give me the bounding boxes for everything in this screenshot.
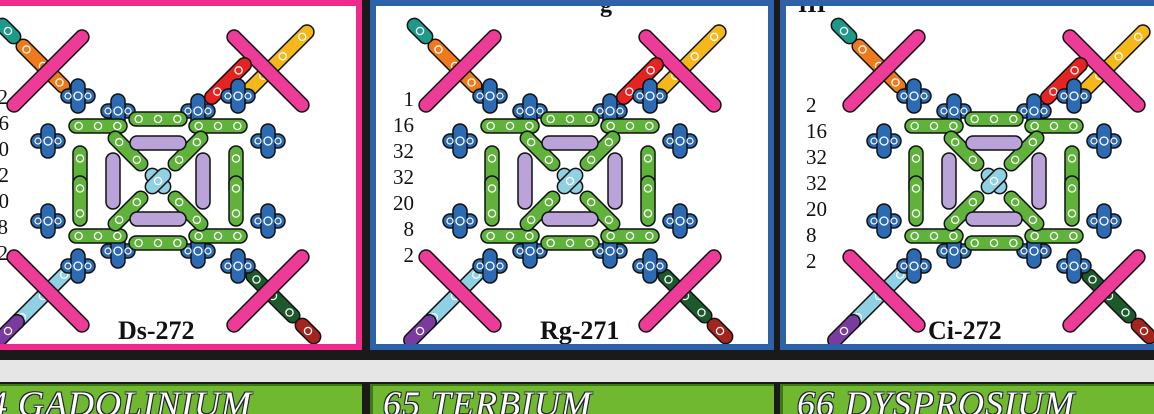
orbital-stick — [1025, 229, 1083, 243]
element-band-66: 66 DYSPROSIUM — [780, 384, 1154, 414]
shell-numbers-ci: 2 16 32 32 20 8 2 — [806, 92, 830, 274]
orbital-stick — [189, 229, 247, 243]
orbital-stick — [905, 119, 963, 133]
shell-4: 32 — [0, 162, 8, 188]
orbital-stick — [404, 15, 435, 46]
shell-6: 8 — [0, 214, 8, 240]
orbital-stick — [541, 112, 599, 126]
orbital-stick — [229, 176, 243, 226]
orbital-stick — [965, 112, 1023, 126]
orbital-stick — [0, 312, 27, 350]
orbital-stick — [966, 212, 1022, 226]
orbital-stick — [69, 229, 127, 243]
orbital-stick — [608, 153, 622, 209]
orbital-clover — [251, 124, 285, 158]
shell-3: 32 — [390, 138, 414, 164]
divider-strip — [0, 360, 1154, 382]
element-name-65: 65 TERBIUM — [383, 384, 592, 414]
orbital-stick — [401, 312, 439, 350]
orbital-stick — [601, 119, 659, 133]
element-name-64: 64 GADOLINIUM — [0, 384, 252, 414]
orbital-stick — [481, 119, 539, 133]
orbital-clover — [867, 124, 901, 158]
orbital-stick — [828, 15, 859, 46]
orbital-stick — [129, 112, 187, 126]
isotope-label-ds: Ds-272 — [118, 316, 195, 346]
element-band-65: 65 TERBIUM — [370, 384, 774, 414]
orbital-stick — [1032, 153, 1046, 209]
orbital-stick — [541, 236, 599, 250]
orbital-stick — [542, 212, 598, 226]
shell-7: 2 — [0, 240, 8, 266]
shell-2: 16 — [806, 118, 830, 144]
orbital-stick — [942, 153, 956, 209]
top-text-fragment-ci: III — [798, 0, 826, 19]
orbital-stick — [130, 136, 186, 150]
element-band-64: 64 GADOLINIUM — [0, 384, 362, 414]
orbital-stick — [965, 236, 1023, 250]
shell-7: 2 — [806, 248, 830, 274]
orbital-clover — [443, 204, 477, 238]
orbital-clover — [443, 124, 477, 158]
shell-5: 20 — [806, 196, 830, 222]
orbital-stick — [518, 153, 532, 209]
orbital-clover — [31, 124, 65, 158]
element-name-66: 66 DYSPROSIUM — [797, 384, 1075, 414]
orbital-stick — [129, 236, 187, 250]
orbital-stick — [825, 312, 863, 350]
shell-1: 1 — [390, 86, 414, 112]
orbital-clover — [1087, 204, 1121, 238]
orbital-stick — [641, 176, 655, 226]
panel-rg: g 1 16 32 32 20 8 2 Rg-271 — [370, 0, 774, 350]
shell-4: 32 — [806, 170, 830, 196]
orbital-clover — [663, 204, 697, 238]
atom-diagram-rg — [376, 6, 774, 350]
atom-diagram-ci — [786, 6, 1154, 350]
orbital-clover — [31, 204, 65, 238]
panel-ds: 2 16 30 32 20 8 2 Ds-272 — [0, 0, 362, 350]
orbital-clover — [251, 204, 285, 238]
shell-6: 8 — [390, 216, 414, 242]
shell-5: 20 — [0, 188, 8, 214]
orbital-stick — [189, 119, 247, 133]
shell-1: 2 — [806, 92, 830, 118]
orbital-clover — [867, 204, 901, 238]
orbital-stick — [905, 229, 963, 243]
orbital-stick — [1065, 176, 1079, 226]
shell-2: 16 — [390, 112, 414, 138]
orbital-clover — [663, 124, 697, 158]
shell-6: 8 — [806, 222, 830, 248]
orbital-clover — [1087, 124, 1121, 158]
orbital-stick — [1025, 119, 1083, 133]
isotope-label-rg: Rg-271 — [540, 316, 619, 346]
orbital-stick — [196, 153, 210, 209]
isotope-label-ci: Ci-272 — [928, 316, 1002, 346]
shell-3: 30 — [0, 136, 8, 162]
orbital-stick — [485, 176, 499, 226]
shell-numbers-rg: 1 16 32 32 20 8 2 — [390, 86, 414, 268]
shell-4: 32 — [390, 164, 414, 190]
orbital-stick — [481, 229, 539, 243]
shell-3: 32 — [806, 144, 830, 170]
orbital-stick — [966, 136, 1022, 150]
top-text-fragment-rg: g — [600, 0, 612, 19]
orbital-stick — [73, 176, 87, 226]
shell-7: 2 — [390, 242, 414, 268]
orbital-stick — [704, 315, 735, 346]
orbital-stick — [909, 176, 923, 226]
shell-numbers-ds: 2 16 30 32 20 8 2 — [0, 84, 8, 266]
orbital-stick — [130, 212, 186, 226]
shell-2: 16 — [0, 110, 8, 136]
orbital-stick — [69, 119, 127, 133]
orbital-stick — [292, 315, 323, 346]
panel-ci: III 2 16 32 32 20 8 2 Ci-272 — [780, 0, 1154, 350]
orbital-stick — [601, 229, 659, 243]
orbital-stick — [106, 153, 120, 209]
shell-1: 2 — [0, 84, 8, 110]
shell-5: 20 — [390, 190, 414, 216]
atom-diagram-ds — [0, 6, 362, 350]
orbital-stick — [542, 136, 598, 150]
